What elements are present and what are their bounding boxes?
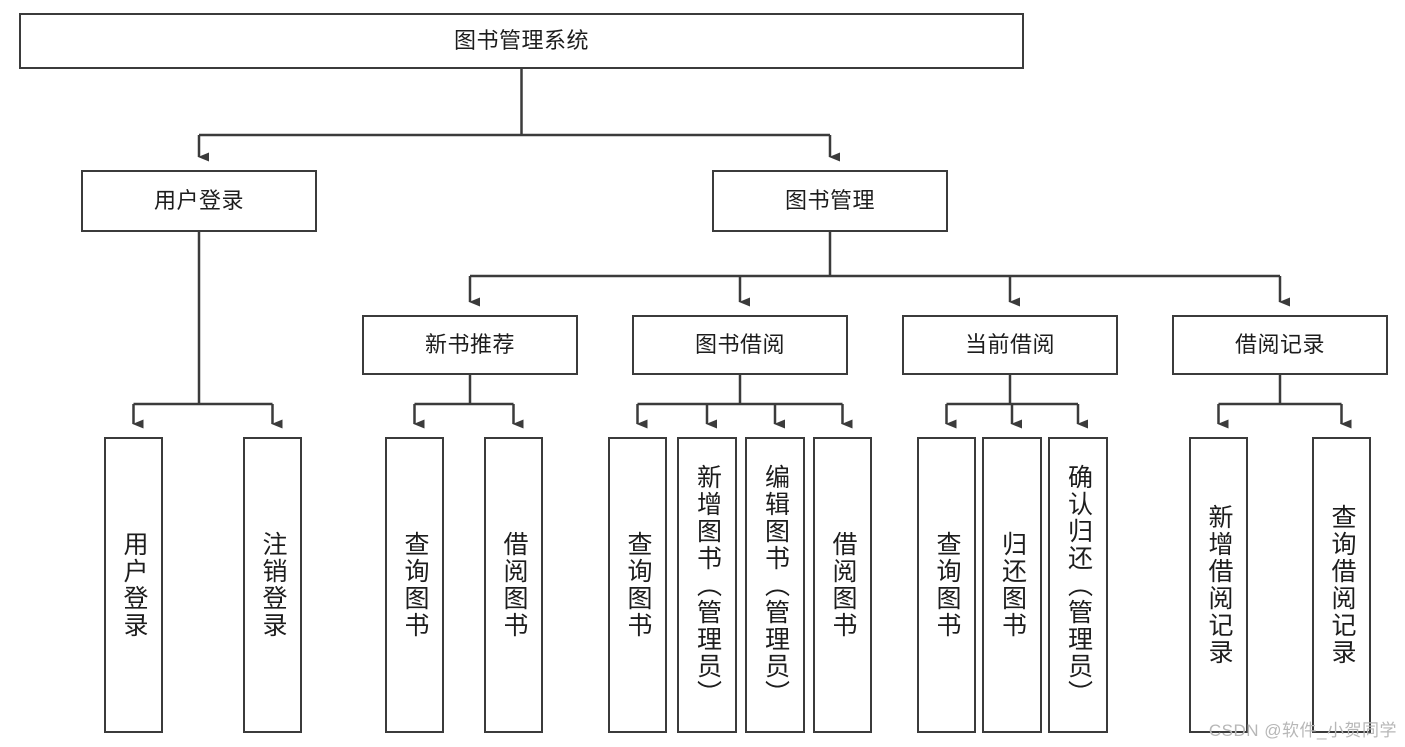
leaf-borrow-book-new[interactable]: 借阅图书	[484, 437, 543, 733]
leaf-query-book-current[interactable]: 查询图书	[917, 437, 976, 733]
leaf-edit-book-admin[interactable]: 编辑图书（管理员）	[745, 437, 805, 733]
leaf-return-book[interactable]: 归还图书	[982, 437, 1042, 733]
node-root-label: 图书管理系统	[453, 28, 589, 54]
leaf-add-book-admin[interactable]: 新增图书（管理员）	[677, 437, 737, 733]
leaf-borrow-book-new-label: 借阅图书	[500, 531, 528, 639]
node-book-borrow-label: 图书借阅	[694, 332, 785, 358]
leaf-query-book-new[interactable]: 查询图书	[385, 437, 444, 733]
leaf-user-logout-label: 注销登录	[259, 531, 287, 639]
node-book-management[interactable]: 图书管理	[712, 170, 948, 232]
node-root-system[interactable]: 图书管理系统	[19, 13, 1024, 69]
leaf-confirm-return-admin-label: 确认归还（管理员）	[1064, 463, 1093, 707]
node-current-borrow-label: 当前借阅	[964, 332, 1055, 358]
leaf-borrow-book-label: 借阅图书	[829, 531, 857, 639]
leaf-query-book-current-label: 查询图书	[933, 531, 961, 639]
leaf-user-login-label: 用户登录	[120, 531, 148, 639]
csdn-watermark: CSDN @软件_小贺同学	[1208, 721, 1397, 740]
leaf-return-book-label: 归还图书	[998, 531, 1027, 639]
node-new-book-recommend-label: 新书推荐	[424, 332, 515, 358]
node-borrow-records-label: 借阅记录	[1234, 332, 1325, 358]
leaf-user-login[interactable]: 用户登录	[104, 437, 163, 733]
leaf-edit-book-admin-label: 编辑图书（管理员）	[761, 463, 790, 707]
leaf-add-borrow-record[interactable]: 新增借阅记录	[1189, 437, 1248, 733]
node-book-management-label: 图书管理	[784, 188, 875, 214]
leaf-query-borrow-record[interactable]: 查询借阅记录	[1312, 437, 1371, 733]
leaf-add-borrow-record-label: 新增借阅记录	[1205, 504, 1233, 666]
leaf-user-logout[interactable]: 注销登录	[243, 437, 302, 733]
node-user-login-label: 用户登录	[153, 188, 244, 214]
node-new-book-recommend[interactable]: 新书推荐	[362, 315, 578, 375]
leaf-add-book-admin-label: 新增图书（管理员）	[693, 463, 722, 707]
leaf-query-book-new-label: 查询图书	[401, 531, 429, 639]
leaf-query-book-borrow[interactable]: 查询图书	[608, 437, 667, 733]
leaf-confirm-return-admin[interactable]: 确认归还（管理员）	[1048, 437, 1108, 733]
leaf-query-borrow-record-label: 查询借阅记录	[1328, 504, 1356, 666]
node-book-borrow[interactable]: 图书借阅	[632, 315, 848, 375]
node-current-borrow[interactable]: 当前借阅	[902, 315, 1118, 375]
leaf-query-book-borrow-label: 查询图书	[624, 531, 652, 639]
leaf-borrow-book[interactable]: 借阅图书	[813, 437, 872, 733]
node-user-login[interactable]: 用户登录	[81, 170, 317, 232]
node-borrow-records[interactable]: 借阅记录	[1172, 315, 1388, 375]
